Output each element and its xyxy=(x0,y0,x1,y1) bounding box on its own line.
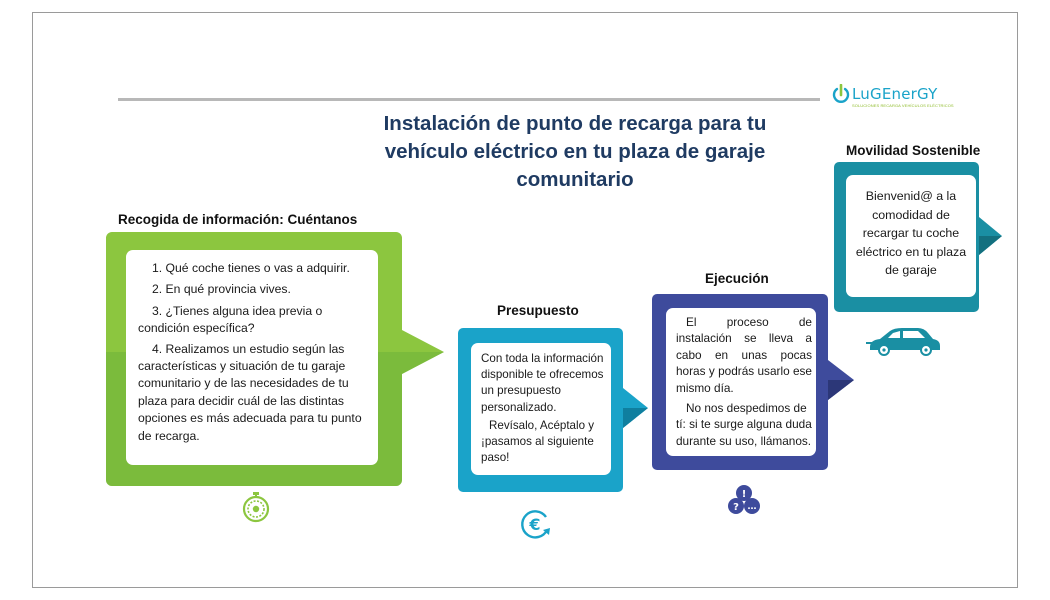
step-card-recogida: 1. Qué coche tienes o vas a adquirir. 2.… xyxy=(106,232,446,486)
step-label-recogida: Recogida de información: Cuéntanos xyxy=(118,212,358,227)
presupuesto-text-2: Revísalo, Acéptalo y ¡pasamos al siguien… xyxy=(481,418,595,465)
recogida-item-3: 3. ¿Tienes alguna idea previa o condició… xyxy=(138,303,323,336)
svg-text:€: € xyxy=(528,515,540,534)
svg-text:?: ? xyxy=(733,502,739,513)
euro-cycle-icon: € xyxy=(521,510,550,539)
step-text-presupuesto: Con toda la información disponible te of… xyxy=(471,343,611,475)
step-label-ejecucion: Ejecución xyxy=(705,271,769,286)
recogida-item-1: 1. Qué coche tienes o vas a adquirir. xyxy=(152,261,350,275)
company-logo: LuGEnerGY SOLUCIONES RECARGA VEHÍCULOS E… xyxy=(832,84,954,112)
step-card-movilidad: Bienvenid@ a la comodidad de recargar tu… xyxy=(834,162,1004,312)
stopwatch-icon xyxy=(242,492,270,523)
step-label-movilidad: Movilidad Sostenible xyxy=(846,143,981,158)
ejecucion-text-1: El proceso de instalación se lleva a cab… xyxy=(676,315,812,395)
svg-text:!: ! xyxy=(742,489,747,500)
ejecucion-text-2: No nos despedimos de tí: si te surge alg… xyxy=(676,401,812,448)
help-chat-icon: ! ? … xyxy=(728,485,760,514)
svg-text:…: … xyxy=(748,502,757,512)
step-text-recogida: 1. Qué coche tienes o vas a adquirir. 2.… xyxy=(126,250,378,465)
step-label-presupuesto: Presupuesto xyxy=(497,303,579,318)
slide-frame xyxy=(32,12,1018,588)
step-card-ejecucion: El proceso de instalación se lleva a cab… xyxy=(652,294,856,470)
electric-car-icon xyxy=(866,328,940,356)
page-title: Instalación de punto de recarga para tu … xyxy=(383,112,767,191)
header-divider xyxy=(118,98,820,101)
movilidad-text: Bienvenid@ a la comodidad de recargar tu… xyxy=(855,189,967,278)
step-text-ejecucion: El proceso de instalación se lleva a cab… xyxy=(666,308,816,456)
presupuesto-text-1: Con toda la información disponible te of… xyxy=(481,352,604,414)
logo-wordmark: LuGEnerGY xyxy=(852,85,938,103)
step-text-movilidad: Bienvenid@ a la comodidad de recargar tu… xyxy=(846,175,976,297)
power-plug-icon xyxy=(832,84,850,103)
step-card-presupuesto: Con toda la información disponible te of… xyxy=(458,328,650,492)
logo-tagline: SOLUCIONES RECARGA VEHÍCULOS ELÉCTRICOS xyxy=(852,103,954,108)
recogida-item-2: 2. En qué provincia vives. xyxy=(152,282,291,297)
recogida-item-4: 4. Realizamos un estudio según las carac… xyxy=(138,341,362,443)
